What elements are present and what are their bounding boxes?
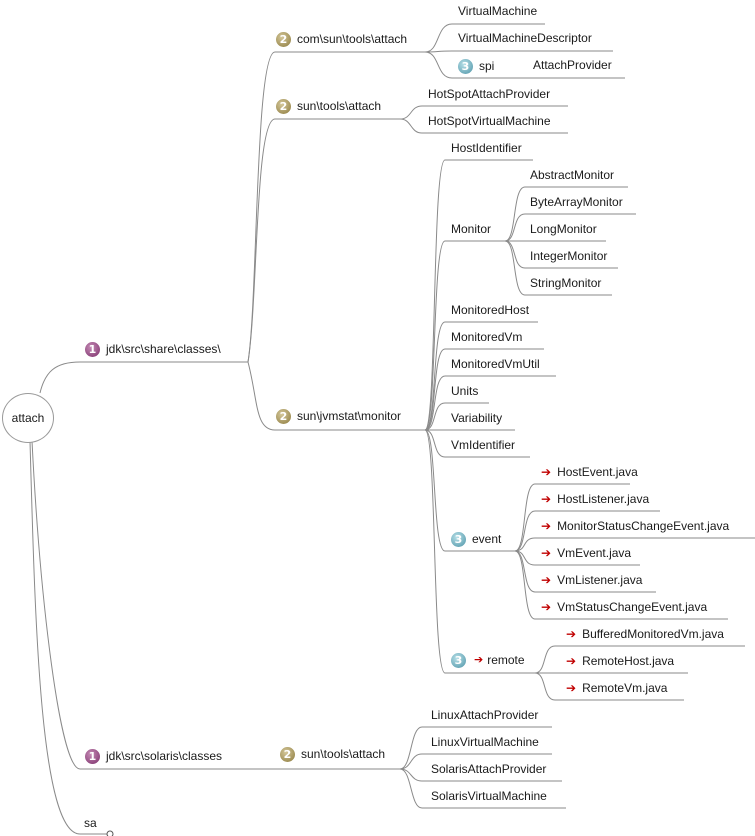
leaf-integermonitor[interactable]: IntegerMonitor [530,249,608,263]
leaf-hostlistener[interactable]: ➔HostListener.java [541,492,650,506]
priority-2-icon: 2 [276,99,291,115]
priority-3-icon: 3 [451,532,466,548]
leaf-vmidentifier[interactable]: VmIdentifier [451,438,516,452]
red-arrow-link-icon: ➔ [541,492,552,506]
leaf-variability[interactable]: Variability [451,411,503,425]
leaf-stringmonitor[interactable]: StringMonitor [530,276,602,290]
red-arrow-link-icon: ➔ [541,465,552,479]
node-monitor[interactable]: Monitor [451,222,492,236]
priority-1-icon: 1 [85,749,100,765]
leaf-hotspotvirtualmachine[interactable]: HotSpotVirtualMachine [428,114,551,128]
red-arrow-link-icon: ➔ [566,681,577,695]
leaf-vmstatuschangeevent[interactable]: ➔VmStatusChangeEvent.java [541,600,708,614]
red-arrow-link-icon: ➔ [541,600,552,614]
root-node[interactable]: attach [2,393,54,443]
leaf-hotspotattachprovider[interactable]: HotSpotAttachProvider [428,87,551,101]
leaf-monitoredhost[interactable]: MonitoredHost [451,303,530,317]
leaf-monitoredvm[interactable]: MonitoredVm [451,330,523,344]
red-arrow-link-icon: ➔ [474,653,484,666]
leaf-longmonitor[interactable]: LongMonitor [530,222,597,236]
leaf-monitoredvmutil[interactable]: MonitoredVmUtil [451,357,540,371]
red-arrow-link-icon: ➔ [566,654,577,668]
leaf-virtualmachine[interactable]: VirtualMachine [458,4,538,18]
leaf-hostidentifier[interactable]: HostIdentifier [451,141,522,155]
leaf-solarisvirtualmachine[interactable]: SolarisVirtualMachine [431,789,547,803]
priority-2-icon: 2 [276,409,291,425]
leaf-remotevm[interactable]: ➔RemoteVm.java [566,681,668,695]
leaf-bufferedmonitoredvm[interactable]: ➔BufferedMonitoredVm.java [566,627,724,641]
leaf-monitorstatuschangeevent[interactable]: ➔MonitorStatusChangeEvent.java [541,519,730,533]
priority-2-icon: 2 [280,747,295,763]
priority-3-icon: 3 [451,653,466,669]
priority-2-icon: 2 [276,32,291,48]
leaf-linuxvirtualmachine[interactable]: LinuxVirtualMachine [431,735,539,749]
red-arrow-link-icon: ➔ [566,627,577,641]
leaf-linuxattachprovider[interactable]: LinuxAttachProvider [431,708,539,722]
leaf-abstractmonitor[interactable]: AbstractMonitor [530,168,615,182]
priority-3-icon: 3 [458,59,473,75]
root-label: attach [11,411,45,425]
leaf-bytearraymonitor[interactable]: ByteArrayMonitor [530,195,623,209]
leaf-vmevent[interactable]: ➔VmEvent.java [541,546,632,560]
leaf-attachprovider[interactable]: AttachProvider [533,58,612,72]
leaf-virtualmachinedescriptor[interactable]: VirtualMachineDescriptor [458,31,592,45]
red-arrow-link-icon: ➔ [541,519,552,533]
leaf-vmlistener[interactable]: ➔VmListener.java [541,573,643,587]
leaf-units[interactable]: Units [451,384,479,398]
red-arrow-link-icon: ➔ [541,546,552,560]
leaf-hostevent[interactable]: ➔HostEvent.java [541,465,638,479]
red-arrow-link-icon: ➔ [541,573,552,587]
leaf-solarisattachprovider[interactable]: SolarisAttachProvider [431,762,547,776]
branch-sa[interactable]: sa [84,816,97,830]
priority-1-icon: 1 [85,342,100,358]
node-remote[interactable]: 3➔remote [451,653,525,669]
leaf-remotehost[interactable]: ➔RemoteHost.java [566,654,675,668]
